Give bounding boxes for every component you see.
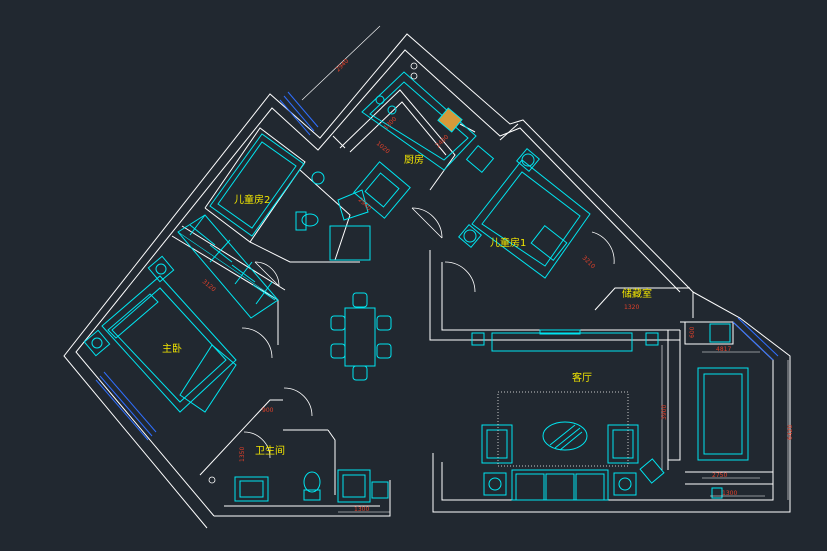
room-labels: 厨房 儿童房2 儿童房1 主卧 卫生间 储藏室 客厅 [162,153,652,457]
bath-toilet [303,471,321,493]
wall-tick-3 [499,123,519,141]
dim-bath-a: 900 [262,407,274,414]
chair-r2 [376,343,392,359]
tv-cabinet-top [539,329,581,335]
sofa-left [481,424,513,464]
dim-right-top: 4817 [716,346,731,353]
child2-bed [209,133,305,237]
dining-table [344,307,376,367]
chair-r1 [376,315,392,331]
dimension-texts: 2940 1300 2400 1020 2940 3210 3120 900 1… [201,58,794,513]
wall-living-right [668,330,681,461]
dim-kitchen-c: 1020 [375,140,391,155]
label-bathroom: 卫生间 [255,444,285,457]
shower-upper [337,189,369,221]
wall-master-2 [181,225,286,291]
child1-bed [471,159,591,279]
wall-bath-right [327,429,336,495]
dim-child1: 3210 [581,254,597,270]
wall-kitchen-inner [349,101,447,156]
wall-storage [594,287,690,311]
bath-basin [234,476,269,502]
label-child-room-1: 儿童房1 [490,236,526,249]
walls [63,33,791,529]
master-blanket [179,344,237,413]
chair-bottom [352,365,368,381]
dim-hall: 2940 [357,196,373,212]
dim-right-b: 2750 [712,472,727,479]
wall-spine-1 [429,250,680,341]
label-kitchen: 厨房 [404,153,424,166]
wall-left-inner [75,49,681,517]
tv-left-box [471,332,485,346]
coffee-table [542,421,588,451]
wall-child2-bath [299,169,351,261]
label-living-room: 客厅 [572,371,592,384]
wall-child2 [204,127,306,243]
kitchen-counter [361,71,477,171]
master-pillow [107,293,159,339]
kitchen-appliance [353,161,411,219]
label-master-bedroom: 主卧 [162,342,182,355]
kitchen-counter-inner [369,81,469,161]
child2-bed-inner [217,141,297,229]
wall-bottom-left [214,480,391,517]
windows [95,91,779,441]
label-child-room-2: 儿童房2 [234,193,270,206]
chair-l1 [330,315,346,331]
tv-cabinet [491,332,633,352]
master-nightstand-1 [83,329,111,357]
armchair [639,458,665,484]
master-nightstand-2 [147,255,175,283]
dim-tiny: 600 [689,326,696,338]
dim-right-c: 1300 [722,490,737,497]
kitchen-sink [465,144,495,174]
right-room-bed [697,367,749,461]
wall-right-outer [432,291,791,513]
dim-living-h: 3900 [661,405,668,420]
dim-bath-w: 1300 [354,506,369,513]
dim-master: 3120 [201,278,217,293]
bath-shower [337,469,371,503]
kitchen-stove [437,107,463,133]
right-closet [684,321,734,345]
wall-bath-top [199,399,283,476]
label-storage: 储藏室 [622,287,652,300]
side-table-l [483,472,507,496]
dim-storage: 1320 [624,304,639,311]
wall-child2-bottom [249,241,360,263]
child1-pillow [530,225,568,261]
upper-basin [329,225,371,261]
wall-markers [208,62,418,484]
dim-right-h: 6420 [787,425,794,440]
dimension-lines [301,25,789,513]
dim-bath-b: 1350 [239,447,246,462]
master-bed-inner [111,287,227,403]
chair-l2 [330,343,346,359]
toilet-upper-bowl [301,213,319,227]
wall-tick-1 [332,135,346,149]
sofa-right [607,424,639,464]
tv-right-box [645,332,659,346]
toilet-upper [311,171,325,185]
wall-left-outer [63,33,694,529]
doors [241,207,615,459]
side-table-r [613,472,637,496]
master-bed [101,275,237,413]
chair-top [352,292,368,308]
child1-bed-inner [481,171,581,267]
wall-spine-2 [441,262,680,331]
dim-top-diag: 2940 [334,58,350,74]
wall-kitchen [339,89,456,191]
furniture [83,71,749,503]
